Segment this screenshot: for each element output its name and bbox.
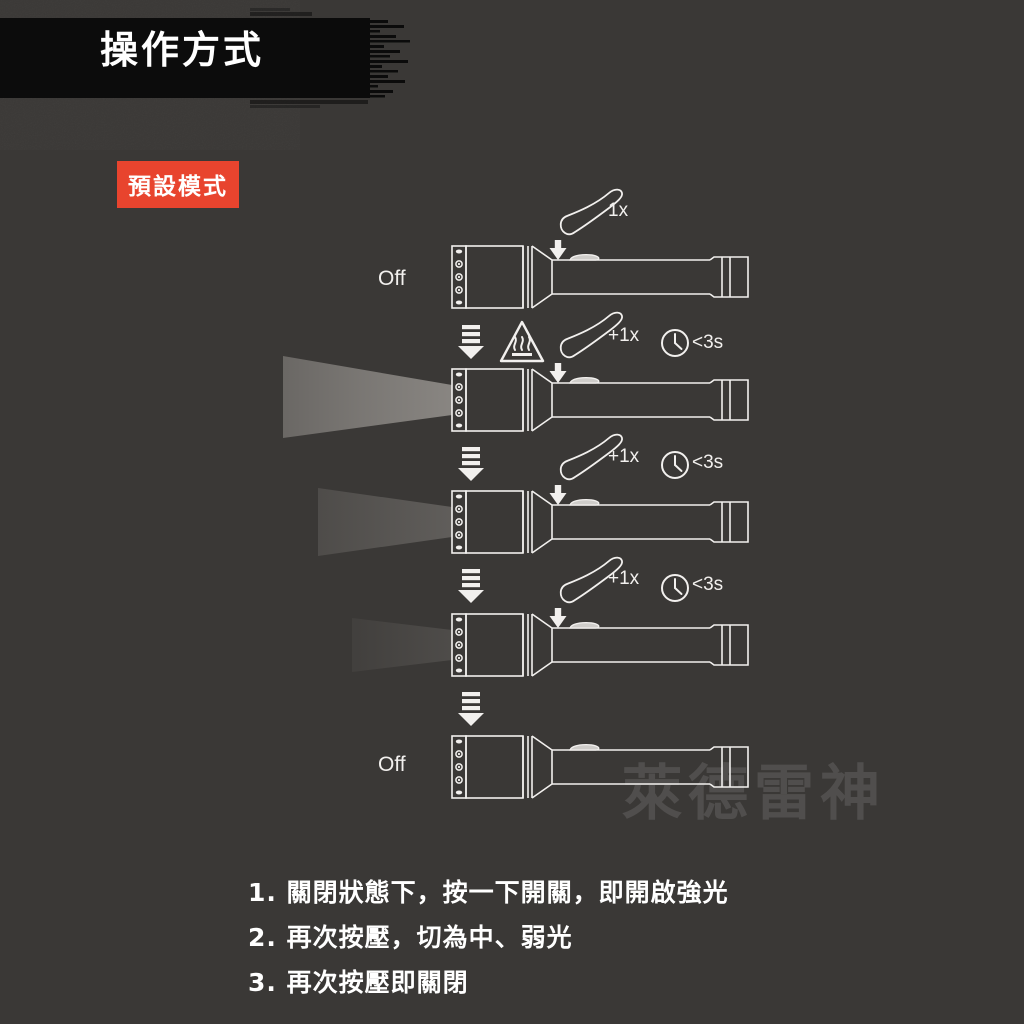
- clock-icon: [661, 451, 689, 479]
- transition-down-arrow-icon-1: [458, 325, 484, 359]
- press-count-label-row2: +1x: [608, 325, 640, 346]
- press-arrow-icon: [549, 363, 567, 383]
- torch-row-high: [283, 311, 749, 438]
- press-arrow-icon: [549, 240, 567, 260]
- press-count-label-row1: 1x: [608, 200, 629, 221]
- clock-icon: [661, 574, 689, 602]
- hot-surface-warning-icon: [499, 320, 545, 363]
- torch-row-medium: [318, 433, 749, 556]
- press-arrow-icon: [549, 485, 567, 505]
- torch-row-low: [352, 556, 749, 677]
- transition-down-arrow-icon-3: [458, 569, 484, 603]
- brand-watermark: 萊德雷神: [622, 759, 886, 829]
- state-label-off-bottom: Off: [378, 753, 406, 776]
- light-beam-high: [283, 356, 452, 438]
- state-label-off-top: Off: [378, 267, 406, 290]
- transition-down-arrow-icon-4: [458, 692, 484, 726]
- timing-label-row3: <3s: [692, 452, 724, 473]
- clock-icon: [661, 329, 689, 357]
- instruction-step: 1. 關閉狀態下，按一下開關，即開啟強光: [248, 878, 729, 907]
- press-count-label-row3: +1x: [608, 446, 640, 467]
- instruction-steps-list: 1. 關閉狀態下，按一下開關，即開啟強光 2. 再次按壓，切為中、弱光 3. 再…: [248, 870, 729, 1005]
- timing-label-row4: <3s: [692, 574, 724, 595]
- instruction-step: 2. 再次按壓，切為中、弱光: [248, 923, 573, 952]
- mode-tag-badge: 預設模式: [117, 161, 239, 208]
- light-beam-medium: [318, 488, 452, 556]
- instruction-step: 3. 再次按壓即關閉: [248, 968, 469, 997]
- transition-down-arrow-icon-2: [458, 447, 484, 481]
- page-title: 操作方式: [100, 28, 265, 72]
- torch-row-off-bottom: [451, 735, 749, 799]
- press-arrow-icon: [549, 608, 567, 628]
- light-beam-low: [352, 618, 452, 672]
- torch-row-off-top: [451, 188, 749, 309]
- timing-label-row2: <3s: [692, 332, 724, 353]
- press-count-label-row4: +1x: [608, 568, 640, 589]
